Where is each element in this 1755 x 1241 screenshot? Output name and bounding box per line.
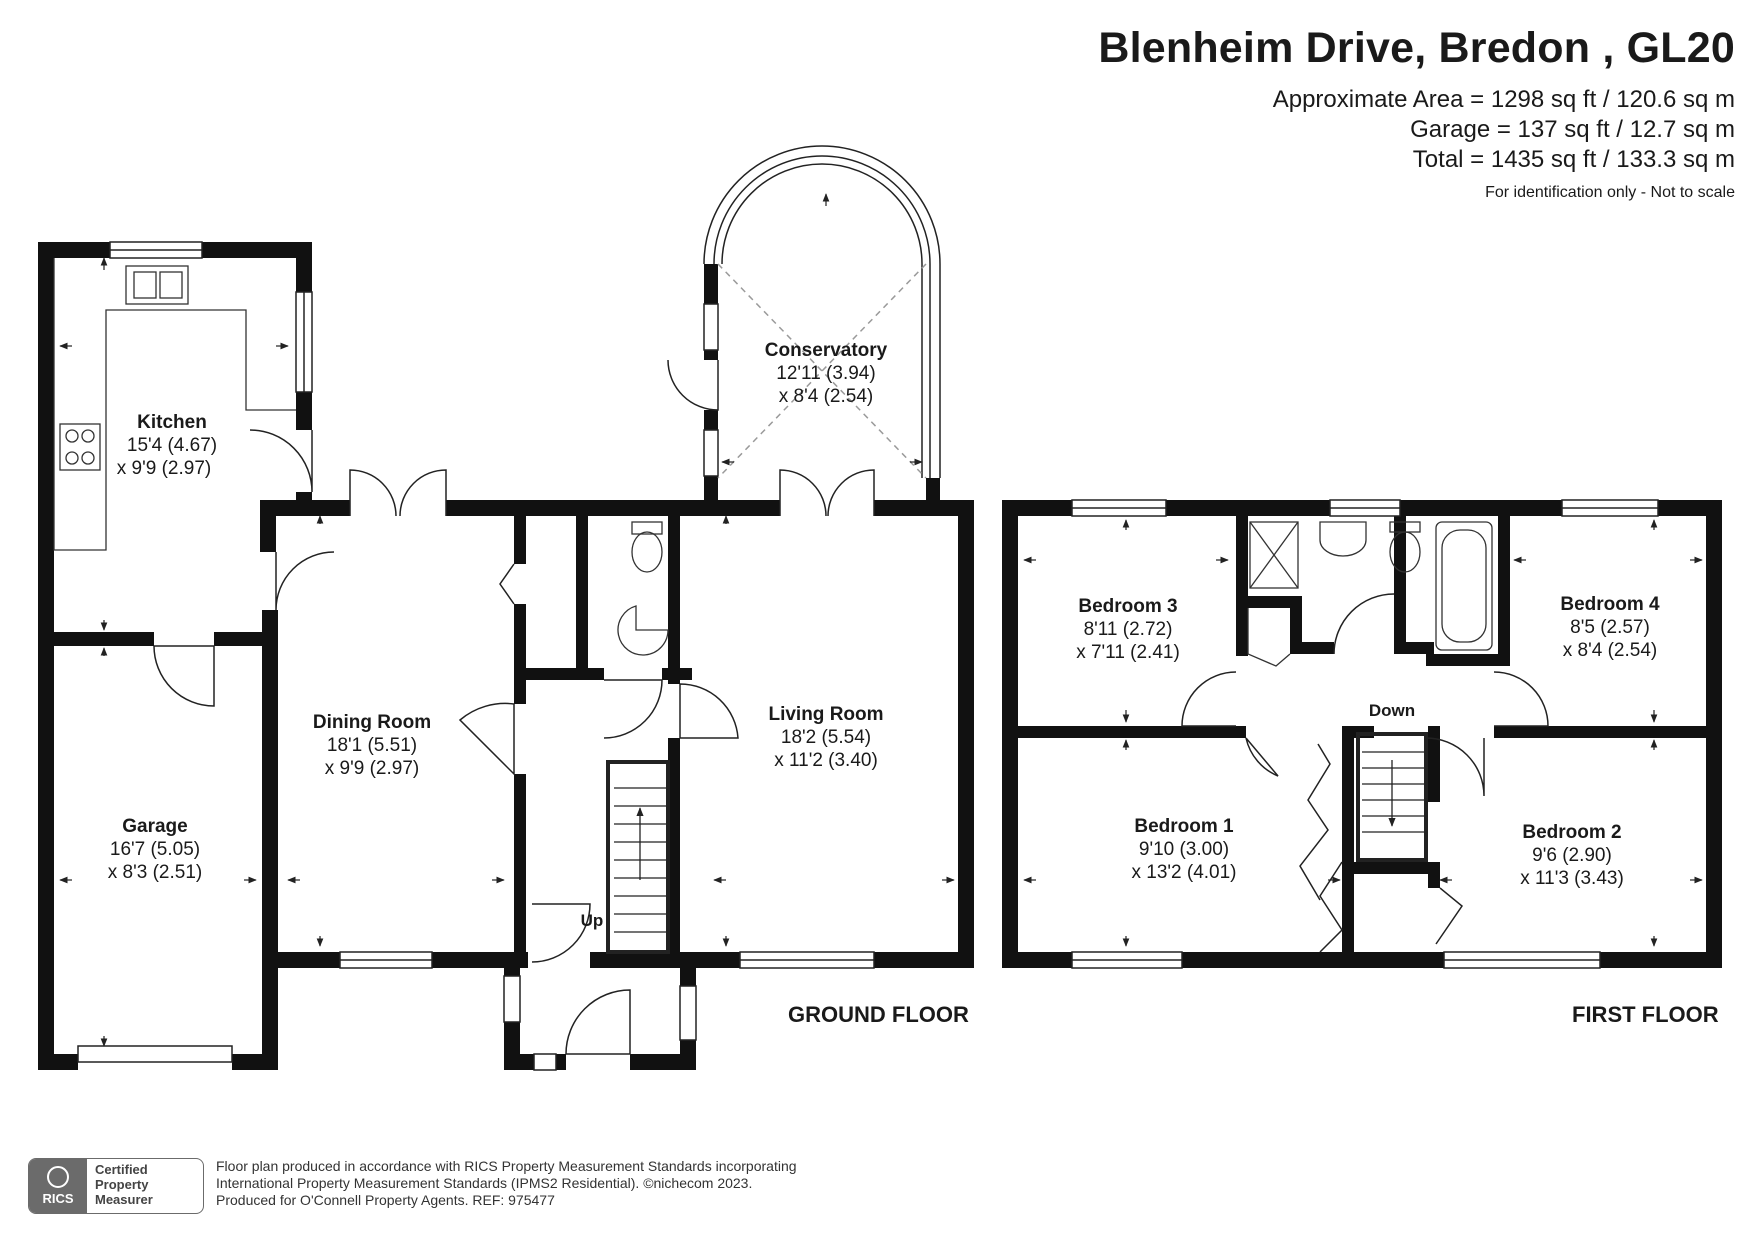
- stairs-up-label: Up: [581, 911, 604, 930]
- first-floor-walls: [1002, 500, 1722, 968]
- ground-floor-label: GROUND FLOOR: [788, 1002, 969, 1027]
- stairs-down-label: Down: [1369, 701, 1415, 720]
- rics-seal-icon: [47, 1166, 69, 1188]
- ground-floor-windows: [77, 241, 875, 1071]
- bedroom3-dim1: 8'11 (2.72): [1084, 619, 1173, 640]
- badge-text: Certified Property Measurer: [87, 1159, 153, 1213]
- scale-note: For identification only - Not to scale: [1485, 184, 1735, 201]
- dining-dim2: x 9'9 (2.97): [325, 758, 419, 779]
- bedroom1-name: Bedroom 1: [1134, 816, 1234, 837]
- garage-dim2: x 8'3 (2.51): [108, 862, 202, 883]
- bedroom2-name: Bedroom 2: [1522, 822, 1621, 843]
- first-floor-windows: [1071, 499, 1659, 969]
- conservatory-dim1: 12'11 (3.94): [776, 363, 875, 384]
- bedroom1-dim1: 9'10 (3.00): [1139, 839, 1229, 860]
- first-floor-label: FIRST FLOOR: [1572, 1002, 1719, 1027]
- dining-dim1: 18'1 (5.51): [327, 735, 417, 756]
- rics-logo: RICS: [29, 1159, 87, 1213]
- bedroom2-dim2: x 11'3 (3.43): [1520, 868, 1624, 889]
- dining-name: Dining Room: [313, 712, 431, 733]
- kitchen-name: Kitchen: [137, 412, 207, 433]
- first-stairs: [1356, 732, 1428, 862]
- conservatory-dim2: x 8'4 (2.54): [779, 386, 873, 407]
- bedroom4-dim1: 8'5 (2.57): [1570, 617, 1650, 638]
- total-area: Total = 1435 sq ft / 133.3 sq m: [1412, 146, 1735, 173]
- door-swings: [153, 359, 875, 1055]
- rics-badge: RICS Certified Property Measurer: [28, 1158, 204, 1214]
- ground-wc: [617, 521, 669, 656]
- approximate-area: Approximate Area = 1298 sq ft / 120.6 sq…: [1272, 86, 1735, 113]
- garage-name: Garage: [122, 816, 187, 837]
- bedroom2-dim1: 9'6 (2.90): [1532, 845, 1612, 866]
- badge-line3: Measurer: [95, 1192, 153, 1207]
- kitchen-fixtures: [53, 258, 296, 551]
- living-dim1: 18'2 (5.54): [781, 727, 871, 748]
- footer-line1: Floor plan produced in accordance with R…: [216, 1158, 797, 1174]
- rics-logo-text: RICS: [42, 1191, 74, 1206]
- bedroom3-name: Bedroom 3: [1078, 596, 1177, 617]
- property-title: Blenheim Drive, Bredon , GL20: [1098, 24, 1735, 72]
- conservatory-name: Conservatory: [765, 340, 888, 361]
- bedroom1-dim2: x 13'2 (4.01): [1131, 862, 1236, 883]
- kitchen-dim1: 15'4 (4.67): [127, 435, 217, 456]
- first-floor-door-swings: [1181, 593, 1549, 953]
- kitchen-dim2: x 9'9 (2.97): [117, 458, 211, 479]
- bedroom3-dim2: x 7'11 (2.41): [1076, 642, 1180, 663]
- ground-floor-walls: [38, 242, 974, 1070]
- footer-line2: International Property Measurement Stand…: [216, 1175, 753, 1191]
- garage-area: Garage = 137 sq ft / 12.7 sq m: [1410, 116, 1735, 143]
- ground-stairs: [606, 760, 670, 954]
- badge-line1: Certified: [95, 1162, 148, 1177]
- living-name: Living Room: [768, 704, 883, 725]
- garage-dim1: 16'7 (5.05): [110, 839, 200, 860]
- first-floor-fixtures: [1247, 521, 1493, 667]
- bedroom4-name: Bedroom 4: [1560, 594, 1660, 615]
- living-dim2: x 11'2 (3.40): [774, 750, 878, 771]
- footer-notes: Floor plan produced in accordance with R…: [216, 1158, 797, 1209]
- badge-line2: Property: [95, 1177, 149, 1192]
- bedroom4-dim2: x 8'4 (2.54): [1563, 640, 1657, 661]
- conservatory-arc: [703, 145, 941, 479]
- dimension-arrows: [59, 193, 1703, 1047]
- footer-line3: Produced for O'Connell Property Agents. …: [216, 1192, 555, 1208]
